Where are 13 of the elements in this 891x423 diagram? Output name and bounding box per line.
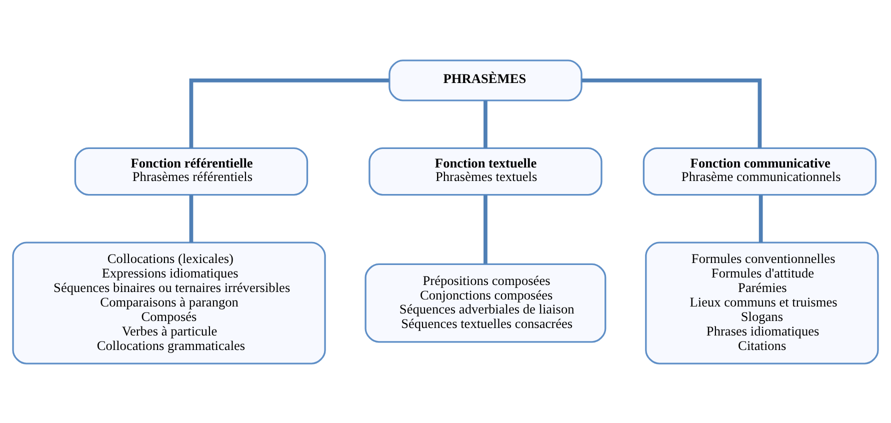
- connector: [758, 194, 763, 242]
- connector: [189, 78, 390, 148]
- connector: [484, 194, 488, 264]
- node-box: Formules conventionnelles Formules d'attitude Parémies Lieux communs et truismes Slogans Phrases idiomatiques Citations: [645, 241, 879, 364]
- node-box: PHRASÈMES: [388, 59, 582, 101]
- connector: [484, 100, 488, 148]
- node-box: Collocations (lexicales) Expressions idiomatiques Séquences binaires ou ternaires irréversibles Comparaisons à parangon Composés Verbes à particule Collocations grammaticales: [12, 241, 326, 364]
- connector: [582, 78, 762, 148]
- node-box: Fonction référentielle Phrasèmes référentiels: [74, 146, 308, 196]
- connector: [189, 194, 194, 242]
- node-box: Fonction communicative Phrasème communicationnels: [642, 146, 877, 196]
- node-box: Fonction textuelle Phrasèmes textuels: [368, 146, 602, 196]
- node-box: Prépositions composées Conjonctions composées Séquences adverbiales de liaison Séquences textuelles consacrées: [364, 262, 606, 342]
